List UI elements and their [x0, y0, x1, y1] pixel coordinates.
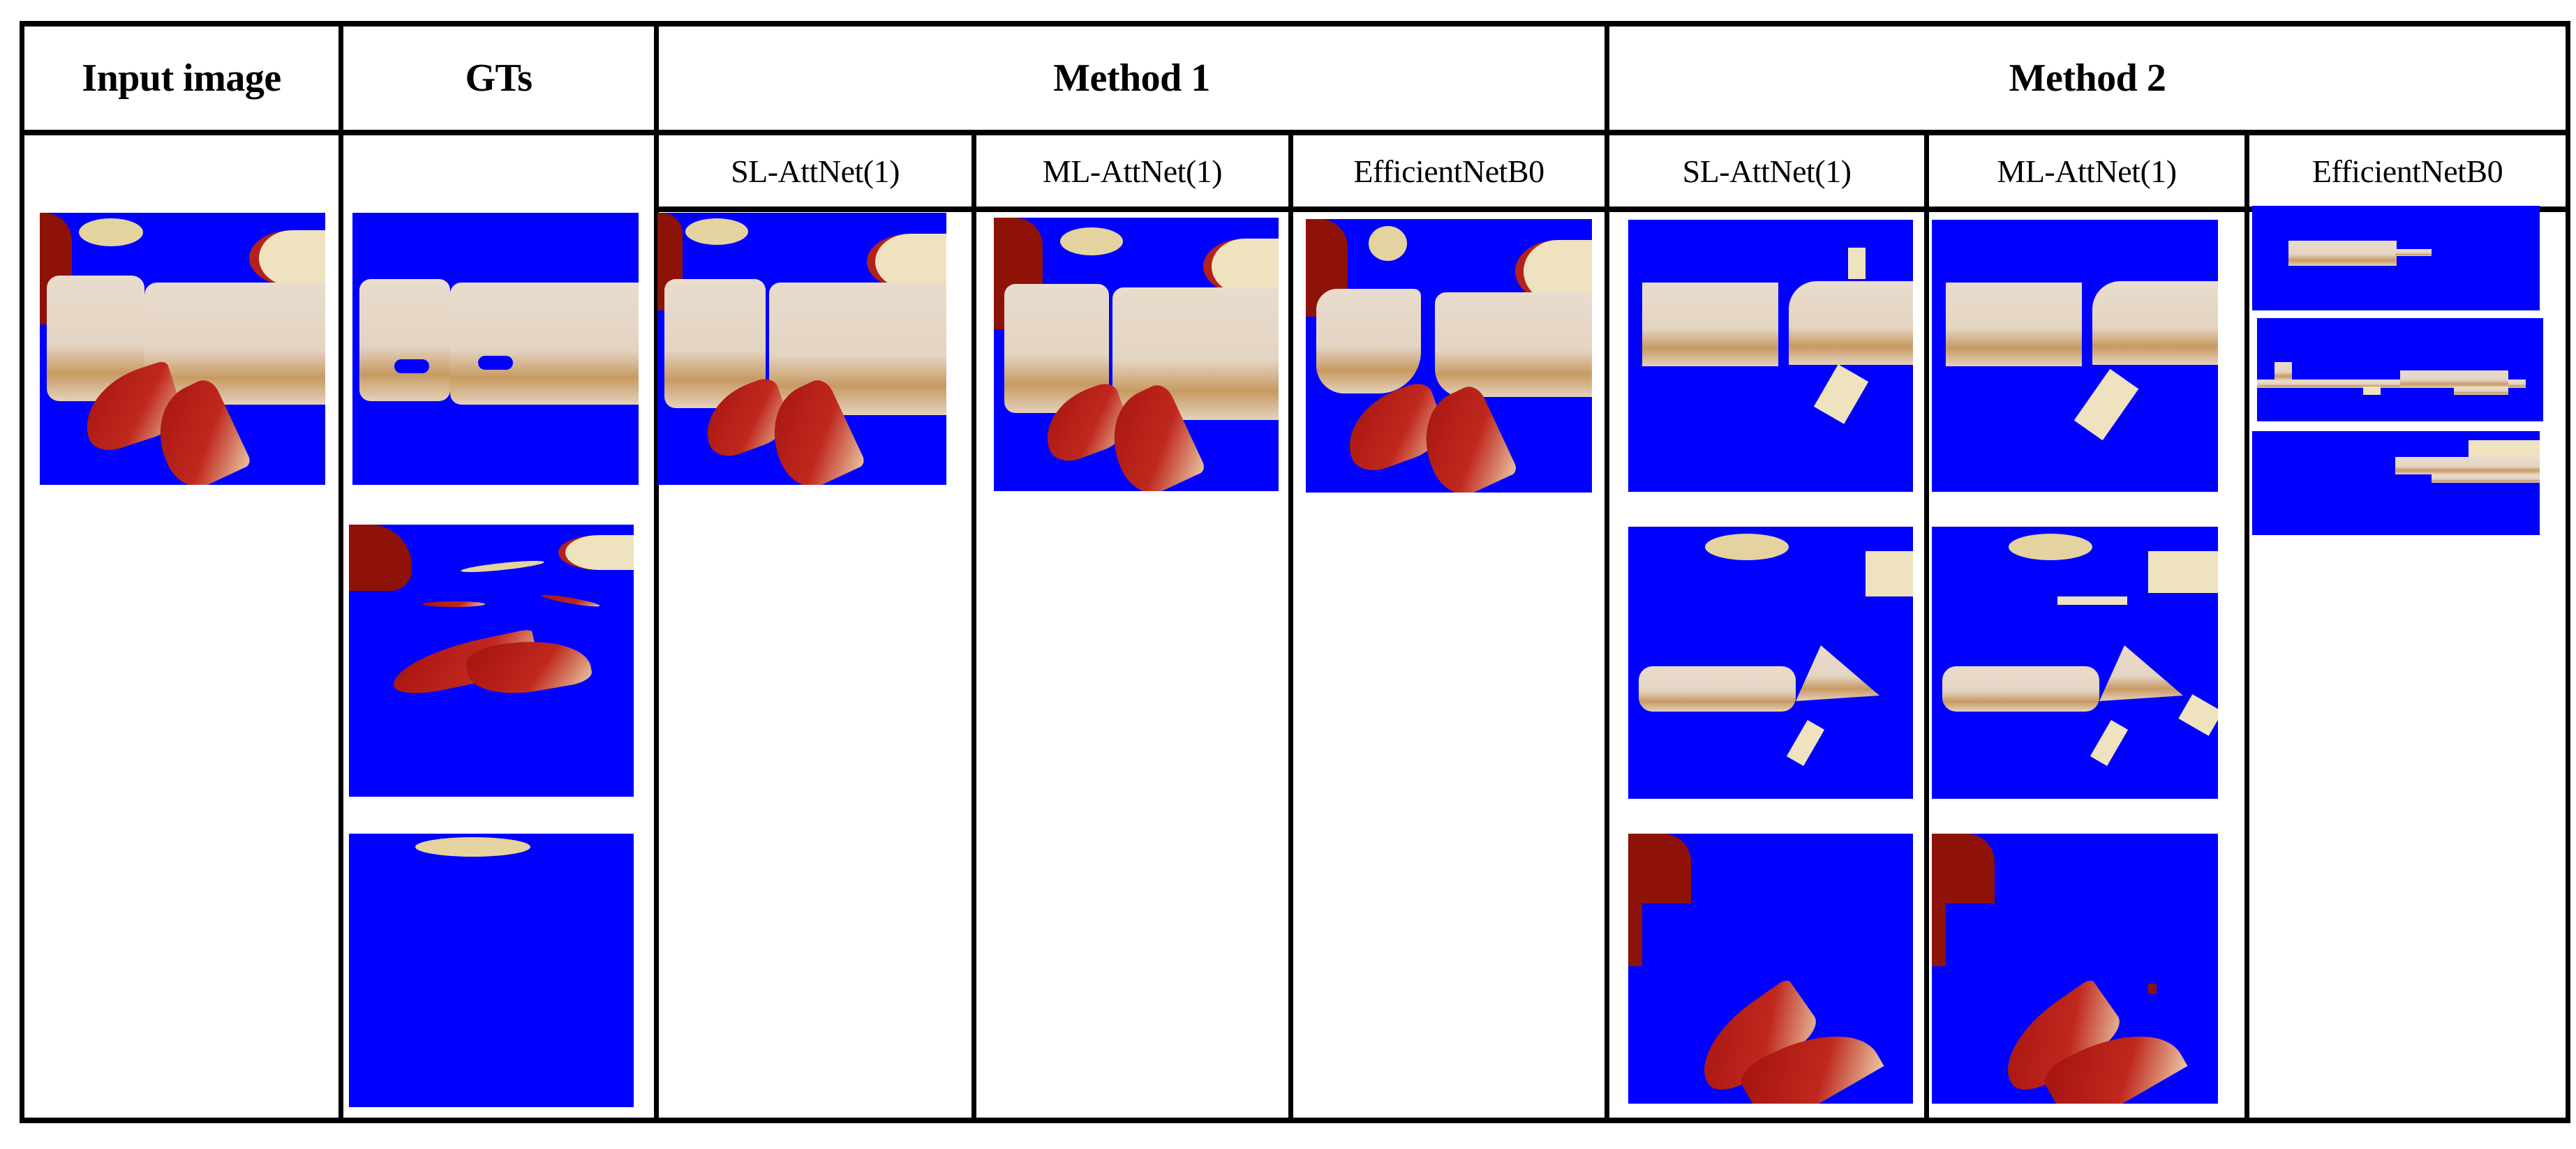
table-bottom-border [21, 1118, 2568, 1123]
gt-apple-mask [349, 525, 634, 797]
m2-ml-attnet-crust-segment [1932, 527, 2218, 799]
subheader-m1-ml-attnet: ML-AttNet(1) [1042, 153, 1223, 189]
subheader-m1-sl-attnet: SL-AttNet(1) [731, 153, 900, 189]
subheader-m2-sl-attnet: SL-AttNet(1) [1682, 153, 1852, 189]
m1-ml-attnet-prediction [994, 218, 1279, 491]
m2-ml-attnet-bread-segment [1932, 220, 2218, 492]
m1-efficientnetb0-prediction [1306, 219, 1592, 493]
subheader-m2-ml-attnet: ML-AttNet(1) [1997, 153, 2177, 189]
col-divider-method1 [654, 21, 659, 1123]
m2-efficientnetb0-segment-3 [2252, 431, 2540, 535]
m2-sl-attnet-apple-segment [1628, 834, 1913, 1104]
header-method-2: Method 2 [2009, 57, 2166, 100]
table-top-border [21, 21, 2568, 27]
subheader-m2-efficientnetb0: EfficientNetB0 [2311, 153, 2503, 189]
col-divider-gts [338, 21, 343, 1123]
col-divider-method2 [1605, 21, 1609, 1123]
subheader-row-divider-method1 [656, 206, 1609, 212]
header-gts: GTs [465, 57, 533, 100]
col-divider-m1-ml [971, 131, 976, 1122]
gt-bread-mask [352, 213, 639, 485]
input-image [40, 213, 325, 485]
m1-sl-attnet-prediction [657, 213, 946, 485]
header-method-1: Method 1 [1053, 57, 1210, 100]
m2-efficientnetb0-segment-2 [2257, 318, 2543, 421]
m2-efficientnetb0-segment-1 [2252, 206, 2540, 310]
col-divider-m2-ml [1924, 131, 1929, 1122]
col-divider-m2-eff [2244, 131, 2249, 1122]
m2-sl-attnet-crust-segment [1628, 527, 1913, 799]
header-input-image: Input image [82, 57, 281, 100]
header-row-divider [21, 130, 2568, 135]
gt-chip-mask [349, 834, 634, 1107]
m2-sl-attnet-bread-segment [1628, 220, 1913, 492]
subheader-m1-efficientnetb0: EfficientNetB0 [1353, 153, 1544, 189]
m2-ml-attnet-apple-segment [1932, 834, 2218, 1104]
subheader-row-divider-method2 [1605, 206, 2568, 212]
table-right-border [2566, 21, 2570, 1123]
table-left-border [20, 21, 24, 1123]
col-divider-m1-eff [1288, 131, 1293, 1122]
